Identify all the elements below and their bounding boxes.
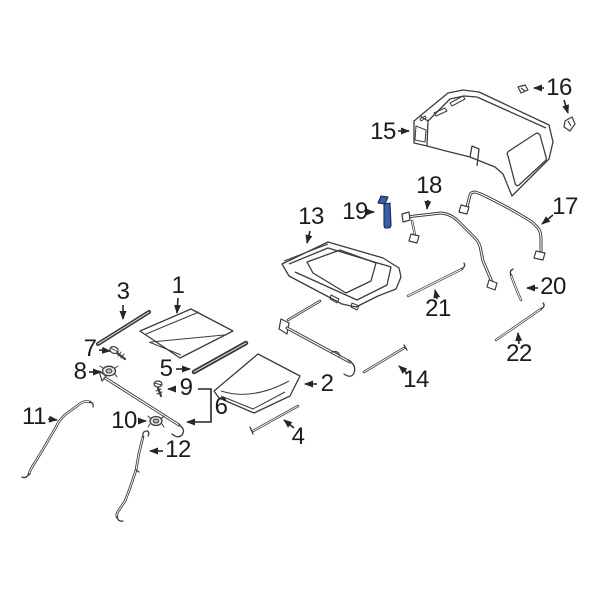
- callout-1[interactable]: 1: [171, 272, 185, 299]
- arrow-21: [433, 289, 441, 300]
- callout-22[interactable]: 22: [506, 340, 532, 367]
- part-6-side-rail: [98, 370, 185, 438]
- callout-13[interactable]: 13: [298, 203, 324, 230]
- part-16-clips: [517, 84, 576, 132]
- part-17-bow-frame: [458, 190, 546, 261]
- callout-17[interactable]: 17: [552, 193, 578, 220]
- header-frame: [278, 299, 356, 377]
- part-1-panel: [139, 308, 234, 359]
- arrow-4: [283, 419, 295, 429]
- callout-18[interactable]: 18: [416, 172, 442, 199]
- arrow-16b: [562, 99, 569, 114]
- part-2-panel: [213, 353, 301, 414]
- part-15-hardtop-shell: [413, 89, 554, 197]
- arrow-13: [305, 230, 313, 244]
- callout-11[interactable]: 11: [22, 403, 46, 430]
- callout-arrows: [47, 84, 569, 455]
- callout-19[interactable]: 19: [342, 198, 368, 225]
- callout-14[interactable]: 14: [403, 366, 429, 393]
- part-4-strip: [249, 404, 300, 435]
- callout-15[interactable]: 15: [370, 118, 396, 145]
- callout-7[interactable]: 7: [83, 335, 97, 362]
- arrow-11: [47, 415, 58, 423]
- arrow-18: [424, 199, 432, 210]
- callout-10[interactable]: 10: [111, 407, 137, 434]
- part-13-roof-panel: [281, 241, 402, 311]
- arrow-7: [98, 346, 111, 354]
- callout-3[interactable]: 3: [116, 278, 130, 305]
- part-14-strip: [362, 344, 408, 374]
- part-21-rod: [406, 262, 466, 298]
- part-20-rod: [509, 268, 523, 302]
- arrow-22: [515, 332, 523, 345]
- part-8-grommet: [99, 365, 119, 378]
- part-12-rod: [115, 430, 150, 522]
- callout-2[interactable]: 2: [320, 370, 334, 397]
- part-3-strip: [96, 310, 151, 346]
- callout-6[interactable]: 6: [214, 393, 228, 420]
- part-19-bracket-highlighted[interactable]: [377, 195, 392, 229]
- arrow-6-bracket: [186, 388, 212, 426]
- arrow-14: [398, 365, 408, 374]
- part-7-screw: [109, 345, 127, 361]
- callout-8[interactable]: 8: [73, 358, 87, 385]
- callout-20[interactable]: 20: [540, 273, 566, 300]
- callout-16[interactable]: 16: [546, 74, 572, 101]
- part-5-seal-strip: [191, 340, 249, 375]
- part-18-bow-frame: [401, 211, 498, 291]
- callout-9[interactable]: 9: [179, 374, 193, 401]
- part-10-grommet: [147, 415, 165, 428]
- callout-5[interactable]: 5: [159, 355, 173, 382]
- arrow-1: [174, 297, 182, 314]
- part-11-rod: [21, 400, 94, 479]
- callout-12[interactable]: 12: [165, 436, 191, 463]
- part-9-screw: [153, 380, 163, 398]
- part-22-rod: [494, 302, 545, 342]
- callout-4[interactable]: 4: [291, 423, 305, 450]
- arrow-17: [541, 214, 554, 225]
- callout-21[interactable]: 21: [425, 295, 451, 322]
